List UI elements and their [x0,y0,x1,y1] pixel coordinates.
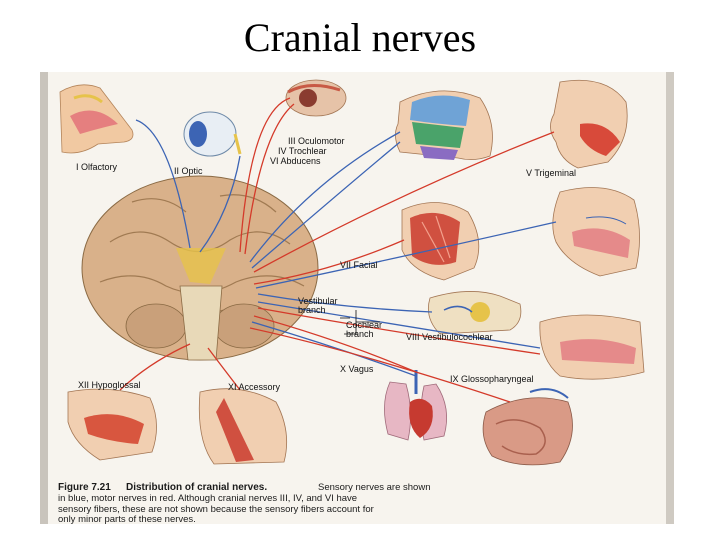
mouth-section-illustration [552,187,640,277]
slide-title: Cranial nerves [243,15,477,60]
heart-lungs-illustration [384,370,448,441]
label-vagus: X Vagus [340,364,374,374]
label-vestibulocochlear: VIII Vestibulocochlear [406,332,493,342]
tongue-neck-illustration [67,388,157,461]
label-accessory: XI Accessory [228,382,281,392]
leader-lines [340,310,380,335]
label-abducens: VI Abducens [270,156,321,166]
label-optic: II Optic [174,166,203,176]
caption-line3: sensory fibers, these are not shown beca… [58,504,374,515]
brain-illustration [81,175,319,361]
label-cochlear-branch-line1: Cochlear [346,320,382,330]
label-cochlear-branch-line2: branch [346,329,374,339]
label-oculomotor: III Oculomotor [288,136,345,146]
label-trochlear: IV Trochlear [278,146,327,156]
head-jaw-illustration [550,79,628,169]
label-glossopharyngeal: IX Glossopharyngeal [450,374,534,384]
caption-title: Distribution of cranial nerves. [126,482,267,493]
cranial-nerves-figure: I Olfactory II Optic III Oculomotor IV T… [40,72,674,524]
caption-line1: Sensory nerves are shown [318,482,430,493]
eye-muscles-illustration [285,79,347,117]
figure-caption: Figure 7.21 Distribution of cranial nerv… [58,482,430,524]
eye-illustration [183,111,242,157]
face-sensory-illustration [395,90,493,160]
label-vestibular-branch-line1: Vestibular [298,296,338,306]
throat-section-illustration [539,314,645,380]
label-hypoglossal: XII Hypoglossal [78,380,141,390]
caption-line2: in blue, motor nerves in red. Although c… [58,493,357,504]
label-olfactory: I Olfactory [76,162,118,172]
label-facial: VII Facial [340,260,378,270]
nose-illustration [59,84,134,154]
label-trigeminal: V Trigeminal [526,168,576,178]
ear-illustration [427,291,522,335]
caption-line4: only minor parts of these nerves. [58,514,196,524]
digestive-illustration [482,388,573,466]
label-vestibular-branch-line2: branch [298,305,326,315]
nerve-pathways [119,97,557,403]
caption-figure-number: Figure 7.21 [58,482,111,493]
